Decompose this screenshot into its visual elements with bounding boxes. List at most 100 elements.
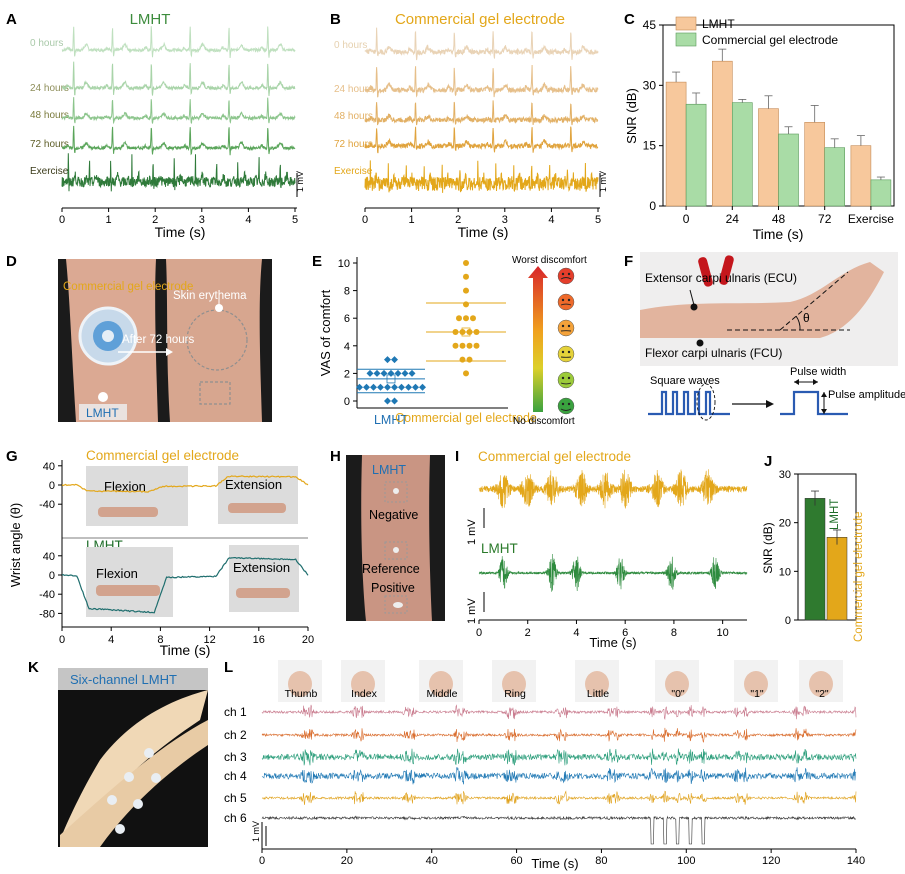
snr-bar-j bbox=[826, 537, 848, 621]
panel-k-electrode bbox=[133, 799, 143, 809]
panel-f-letter: F bbox=[624, 253, 633, 270]
vas-point-gel bbox=[463, 370, 469, 377]
panel-g-y-tick-label: 40 bbox=[43, 461, 55, 473]
panel-g-y-tick-label: 0 bbox=[49, 480, 55, 492]
gesture-hand bbox=[744, 671, 768, 697]
panel-d-after-label: After 72 hours bbox=[122, 334, 194, 346]
panel-i-x-tick-label: 4 bbox=[573, 627, 579, 639]
panel-g-trace-top bbox=[61, 475, 309, 493]
vas-point-gel bbox=[466, 342, 473, 349]
vas-point-gel bbox=[470, 315, 476, 322]
panel-j-letter: J bbox=[764, 453, 772, 470]
panel-b-row-label: 24 hours bbox=[334, 84, 373, 95]
panel-l-x-tick-label: 40 bbox=[426, 855, 438, 867]
panel-a-scale-label: 1 mV bbox=[295, 171, 305, 192]
panel-l-xlabel: Time (s) bbox=[531, 856, 578, 871]
panel-c-x-tick-label: 24 bbox=[726, 212, 740, 226]
panel-g-arm-photo bbox=[228, 503, 286, 513]
panel-c-y-tick-label: 0 bbox=[649, 199, 656, 213]
discomfort-face-icon bbox=[557, 293, 575, 311]
channel-label: ch 3 bbox=[224, 750, 247, 764]
vas-point-lmht bbox=[370, 383, 377, 391]
vas-point-lmht bbox=[377, 383, 384, 391]
panel-h-lmht-label: LMHT bbox=[372, 463, 406, 477]
panel-l-x-tick-label: 80 bbox=[595, 855, 607, 867]
panel-k-electrode bbox=[151, 773, 161, 783]
panel-g-trace-bottom bbox=[61, 556, 309, 614]
channel-trace bbox=[261, 748, 857, 766]
pulse-amp-arrow-head bbox=[821, 409, 827, 414]
gesture-hand bbox=[288, 671, 312, 697]
channel-label: ch 6 bbox=[224, 811, 247, 825]
panel-c-legend-gel: Commercial gel electrode bbox=[702, 33, 838, 47]
panel-e-none-label: No discomfort bbox=[513, 416, 575, 427]
gesture-hand bbox=[429, 671, 453, 697]
channel-label: ch 1 bbox=[224, 705, 247, 719]
vas-point-gel bbox=[459, 356, 466, 363]
panel-b-title: Commercial gel electrode bbox=[395, 11, 565, 28]
panel-g-x-tick-label: 12 bbox=[203, 634, 215, 646]
panel-g-extension-top: Extension bbox=[225, 477, 282, 492]
vas-point-lmht bbox=[391, 356, 398, 364]
vas-point-gel bbox=[463, 273, 469, 280]
panel-f-angle-line bbox=[779, 271, 849, 331]
panel-l-x-tick-label: 140 bbox=[847, 855, 865, 867]
panel-h-negative-box bbox=[384, 481, 408, 503]
panel-f-pulse-amp-label: Pulse amplitude bbox=[828, 389, 905, 401]
panel-c-xlabel: Time (s) bbox=[753, 226, 804, 242]
channel-label: ch 5 bbox=[224, 791, 247, 805]
panel-e-y-tick-label: 4 bbox=[344, 341, 350, 353]
panel-g: G Commercial gel electrode LMHT Flexion … bbox=[6, 448, 314, 658]
panel-c-x-tick-label: 48 bbox=[772, 212, 786, 226]
panel-f-forearm-photo bbox=[640, 262, 884, 338]
panel-g-arm-photo bbox=[96, 585, 160, 596]
vas-point-lmht bbox=[408, 369, 416, 377]
panel-h-positive-label: Positive bbox=[371, 581, 415, 595]
panel-c-y-tick-label: 30 bbox=[643, 78, 657, 92]
snr-bar bbox=[824, 147, 846, 207]
panel-f-electrode-lead bbox=[719, 255, 734, 285]
channel-trace bbox=[261, 790, 857, 805]
vas-point-lmht bbox=[366, 369, 374, 377]
panel-f-fcu-label: Flexor carpi ulnaris (FCU) bbox=[645, 346, 782, 360]
ecg-trace-gel bbox=[364, 27, 599, 61]
panel-b-x-tick-label: 0 bbox=[362, 214, 368, 226]
panel-c-legend-swatch-gel bbox=[675, 32, 697, 47]
panel-i-x-tick-label: 2 bbox=[525, 627, 531, 639]
snr-bar bbox=[804, 122, 826, 207]
channel-trace bbox=[261, 767, 857, 785]
panel-b-x-tick-label: 3 bbox=[502, 214, 508, 226]
ecg-trace-gel bbox=[364, 64, 599, 98]
panel-k-electrode bbox=[107, 795, 117, 805]
gesture-label: "2" bbox=[815, 688, 829, 700]
panel-d-erythema-label: Skin erythema bbox=[173, 290, 247, 302]
discomfort-face-eye bbox=[567, 402, 571, 406]
panel-h-positive-box bbox=[384, 595, 408, 614]
panel-l-letter: L bbox=[224, 659, 233, 676]
panel-i-x-tick-label: 6 bbox=[622, 627, 628, 639]
square-wave-train bbox=[648, 390, 730, 416]
panel-h-reference-label: Reference bbox=[362, 562, 420, 576]
panel-k-letter: K bbox=[28, 659, 39, 676]
ecg-trace-lmht bbox=[61, 97, 296, 125]
panel-i-x-tick-label: 8 bbox=[671, 627, 677, 639]
panel-b-scale-label: 1 mV bbox=[598, 171, 608, 192]
panel-g-x-tick-label: 16 bbox=[253, 634, 265, 646]
discomfort-face-eye bbox=[567, 376, 571, 380]
vas-point-lmht bbox=[419, 383, 426, 391]
discomfort-face-icon bbox=[557, 397, 575, 415]
panel-j-bars bbox=[804, 490, 848, 621]
discomfort-face-mouth bbox=[560, 408, 572, 411]
discomfort-face-mouth bbox=[560, 382, 572, 385]
gesture-label: Ring bbox=[504, 688, 526, 700]
gel-electrode-snap bbox=[102, 330, 114, 342]
panel-j-label-lmht: LMHT bbox=[829, 499, 841, 530]
panel-a-x-tick-label: 0 bbox=[59, 214, 65, 226]
gesture-label: Thumb bbox=[285, 688, 318, 700]
panel-a: A LMHT 0 hours 24 hours 48 hours 72 hour… bbox=[6, 11, 305, 240]
ecg-trace-gel bbox=[364, 100, 599, 126]
panel-h-electrode bbox=[393, 602, 403, 608]
gesture-hand bbox=[585, 671, 609, 697]
